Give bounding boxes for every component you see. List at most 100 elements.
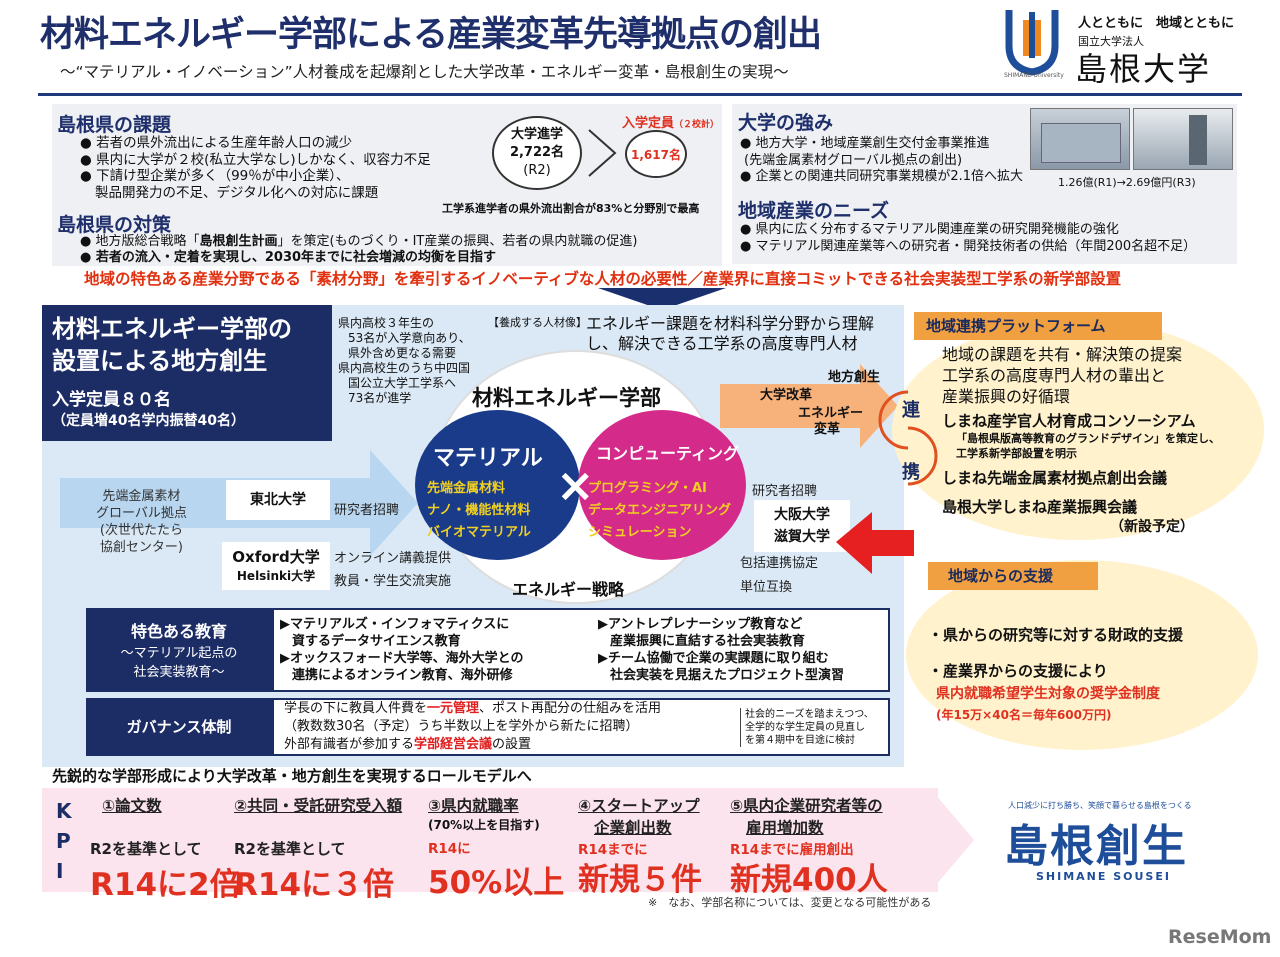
list-item: ● 地方版総合戦略「島根創生計画」を策定(ものづくり・IT産業の振興、若者の県内… [80,234,638,249]
kpi-arrow-icon [930,788,976,896]
partner-tohoku: 東北大学 [226,480,330,520]
page-subtitle: ～“マテリアル・イノベーション”人材養成を起爆剤とした大学改革・エネルギー変革・… [60,63,789,81]
measures-heading: 島根県の対策 [57,214,172,236]
partner-osaka-shiga: 大阪大学滋賀大学 [754,500,850,552]
logo-text: SHIMANE University [1004,72,1064,79]
faculty-title-box: 材料エネルギー学部の 設置による地方創生 入学定員８０名 （定員増40名学内振替… [42,305,332,441]
cycle-icon [878,384,938,498]
support-heading: 地域からの支援 [928,562,1098,590]
platform-oval [892,320,1264,540]
list-item: ● 地方大学・地域産業創生交付金事業推進 [740,136,990,151]
education-panel [272,608,890,692]
outcome-university: 大学改革 [760,388,813,403]
cultivate-label: 【養成する人材像】 [488,316,587,329]
education-right: ▶アントレプレナーシップ教育など 産業振興に直結する社会実装教育 ▶チーム協働で… [598,617,845,683]
right-note-credit: 単位互換 [740,580,793,595]
strengths-list: ● 地方大学・地域産業創生交付金事業推進 (先端金属素材グローバル拠点の創出) … [740,136,1023,186]
kpi-item-employment: ③県内就職率 (70%以上を目指す) R14に 50%以上 [428,797,565,901]
support-item-2-note: (年15万×40名＝毎年600万円) [936,708,1112,722]
support-item-2-red: 県内就職希望学生対象の奨学金制度 [936,686,1160,702]
kpi-item-research: ②共同・受託研究受入額 R2を基準として R14に３倍 [234,797,403,903]
requirement-banner: 地域の特色ある産業分野である「素材分野」を牽引するイノベーティブな人材の必要性／… [84,270,1122,288]
facility-photo [1030,108,1130,170]
list-item: (先端金属素材グローバル拠点の創出) [744,152,963,168]
list-item: ● 下請け型企業が多く（99％が中小企業）、 [80,168,350,184]
needs-list: ● 県内に広く分布するマテリアル関連産業の研究開発機能の強化 ● マテリアル関連… [740,222,1196,255]
governance-panel [272,698,890,756]
local-demand-note: 県内高校３年生の 53名が入学意向あり、 県外含め更なる需要 県内高校生のうち中… [338,316,471,405]
sousei-logo: 島根創生 [1004,821,1188,872]
org-type: 国立大学法人 [1078,35,1144,48]
material-circle: マテリアル 先端金属材料ナノ・機能性材料バイオマテリアル [415,410,580,560]
support-oval [906,560,1258,750]
list-item: ● 若者の県外流出による生産年齢人口の減少 [80,135,353,151]
chevron-right-icon [585,126,621,184]
right-note-agreement: 包括連携協定 [740,556,819,571]
list-item: ● 県内に広く分布するマテリアル関連産業の研究開発機能の強化 [740,222,1119,237]
watermark: ReseMom [1168,926,1272,948]
strengths-heading: 大学の強み [738,112,834,134]
platform-item-1-note: 「島根県版高等教育のグランドデザイン」を策定し、工学系新学部設置を明示 [956,432,1220,460]
platform-item-1: しまね産学官人材育成コンソーシアム [942,412,1196,430]
motto: 人とともに 地域とともに [1078,16,1235,31]
role-model-text: 先鋭的な学部形成により大学改革・地方創生を実現するロールモデルへ [52,767,532,785]
university-logo [1003,6,1061,84]
list-item: ● マテリアル関連産業等への研究者・開発技術者の供給（年間200名超不足） [740,238,1197,254]
partner-oxford: Oxford大学 Helsinki大学 [222,542,330,590]
outcome-regional: 地方創生 [828,370,881,385]
support-arrow-icon [836,512,916,586]
link-char-1: 連 [902,400,920,421]
education-left: ▶マテリアルズ・インフォマティクスに 資するデータサイエンス教育 ▶オックスフォ… [280,617,524,683]
list-item: ● 企業との関連共同研究事業規模が2.1倍へ拡大 [740,169,1024,184]
right-note-invite: 研究者招聘 [752,484,818,499]
capacity-circle: 1,617名 [625,130,687,178]
left-note-online: オンライン講義提供 [334,551,452,566]
governance-label-box: ガバナンス体制 [86,698,272,756]
left-note-invite: 研究者招聘 [334,503,400,518]
outcome-energy: エネルギー [798,406,864,421]
right-arrow-icon [720,354,900,458]
kpi-item-researchers: ⑤県内企業研究者等の 雇用増加数 R14までに雇用創出 新規400人 [730,797,888,898]
university-name: 島根大学 [1075,50,1212,88]
governance-text: 学長の下に教員人件費を一元管理、ポスト再配分の仕組みを活用 （教数数30名（予定… [284,701,662,752]
growth-figure: 1.26億(R1)→2.69億円(R3) [1058,176,1196,189]
kpi-item-papers: ①論文数 R2を基準として R14に2倍 [90,797,241,903]
list-item: 製品開発力の不足、デジタル化への対応に課題 [95,184,379,201]
link-char-2: 携 [902,462,920,483]
left-note-exchange: 教員・学生交流実施 [334,574,452,589]
support-item-1: ・県からの研究等に対する財政的支援 [928,626,1184,644]
issues-list: ● 若者の県外流出による生産年齢人口の減少 ● 県内に大学が２校(私立大学なし)… [80,135,431,201]
outcome-change: 変革 [814,422,841,437]
footnote: ※ なお、学部名称については、変更となる可能性がある [648,896,932,909]
platform-lines: 地域の課題を共有・解決策の提案工学系の高度専門人材の輩出と産業振興の好循環 [942,345,1183,406]
platform-item-2: しまね先端金属素材拠点創出会議 [942,469,1168,487]
metal-center-label: 先端金属素材グローバル拠点(次世代たたら協創センター) [96,489,187,555]
issues-panel [52,104,722,266]
platform-item-3: 島根大学しまね産業振興会議 [942,498,1138,516]
support-item-2: ・産業界からの支援により [928,662,1108,680]
energy-label: エネルギー戦略 [512,580,625,599]
education-label-box: 特色ある教育 ～マテリアル起点の 社会実装教育～ [86,608,272,692]
header-rule [38,93,1242,96]
kpi-panel [42,788,938,892]
page-title: 材料エネルギー学部による産業変革先導拠点の創出 [40,15,822,55]
list-item: ● 若者の流入・定着を実現し、2030年までに社会増減の均衡を目指す [80,250,497,265]
list-item: ● 県内に大学が２校(私立大学なし)しかなく、収容力不足 [80,151,431,168]
sousei-tagline: 人口減少に打ち勝ち、笑顔で暮らせる島根をつくる [1008,801,1192,810]
platform-item-3-note: （新設予定） [1110,519,1194,535]
platform-heading: 地域連携プラットフォーム [914,312,1162,340]
cross-icon: × [556,458,595,512]
governance-side-note: 社会的ニーズを踏まえつつ、全学的な学生定員の見直しを第４期中を目途に検討 [740,708,874,747]
kpi-item-startups: ④スタートアップ 企業創出数 R14までに 新規５件 [578,797,702,898]
faculty-circle-label: 材料エネルギー学部 [472,386,661,410]
down-arrow-icon [598,288,726,310]
cultivate-text: エネルギー課題を材料科学分野から理解し、解決できる工学系の高度専門人材 [586,314,875,353]
issues-heading: 島根県の課題 [57,114,172,136]
outflow-note: 工学系進学者の県外流出割合が83%と分野別で最高 [442,202,700,215]
needs-heading: 地域産業のニーズ [738,200,890,222]
lab-photo [1133,108,1233,170]
sousei-romaji: SHIMANE SOUSEI [1036,870,1171,883]
